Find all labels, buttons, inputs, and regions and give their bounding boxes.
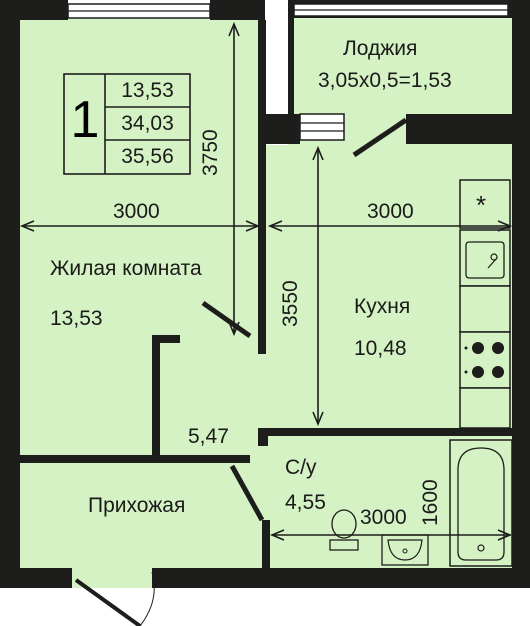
living-room-area: 13,53: [50, 307, 103, 330]
window-kitchen: [299, 113, 345, 141]
toilet-tank: [329, 539, 359, 551]
total-area-with-loggia-value: 35,56: [121, 145, 174, 168]
wall-bath-top-stub: [258, 428, 268, 446]
dim-bath-width: 3000: [360, 506, 407, 529]
wall-bath-top: [262, 428, 516, 436]
wall-bottom-b: [152, 568, 530, 588]
entrance-door: [74, 578, 142, 626]
bathroom-door: [229, 464, 265, 522]
wall-center-upper: [258, 20, 266, 142]
loggia-formula: 3,05х0,5=1,53: [318, 69, 452, 92]
wall-living-bottom: [18, 455, 250, 463]
wall-bath-left: [262, 520, 270, 588]
counter: [459, 285, 511, 333]
summary-panel: 1 13,53 34,03 35,56: [64, 74, 190, 174]
fridge-icon: *: [476, 190, 487, 220]
rooms-count: 1: [70, 91, 100, 149]
wall-loggia-left: [288, 0, 294, 120]
fridge: [459, 179, 511, 229]
kitchen-sink: [459, 229, 511, 287]
wall-hall-stub-top: [152, 335, 180, 343]
summary-table: [63, 73, 191, 175]
hallway-area: 5,47: [188, 425, 229, 448]
dim-kitchen-width-line: [267, 220, 513, 232]
living-room-name: Жилая комната: [50, 257, 202, 280]
dim-living-length: 3750: [199, 129, 222, 176]
entrance-door-arc: [139, 571, 155, 626]
kitchen-area: 10,48: [354, 337, 407, 360]
dim-kitchen-length: 3550: [279, 280, 302, 327]
wall-left: [0, 0, 20, 588]
kitchen-name: Кухня: [354, 295, 411, 318]
wall-center-stub: [258, 336, 266, 354]
wall-loggia-bottom-left: [266, 114, 300, 144]
dim-kitchen-width: 3000: [367, 200, 414, 223]
dim-living-length-line: [228, 21, 240, 337]
dim-living-width-line: [19, 220, 261, 232]
bathroom-area: 4,55: [285, 491, 326, 514]
stove: [459, 331, 511, 389]
wall-center-mid: [258, 142, 266, 352]
bathroom-name: С/у: [285, 456, 317, 479]
living-room-door: [201, 300, 252, 339]
loggia-door: [352, 117, 408, 158]
wall-hall-stub: [152, 335, 160, 463]
counter-lower: [459, 387, 511, 429]
hallway-name: Прихожая: [88, 494, 186, 517]
dim-kitchen-length-line: [312, 145, 324, 427]
living-area-value: 13,53: [121, 79, 174, 102]
dim-living-width: 3000: [113, 200, 160, 223]
loggia-name: Лоджия: [343, 37, 418, 60]
wall-loggia-bottom-right: [406, 114, 516, 144]
wall-bottom-a: [0, 568, 72, 588]
wall-right: [512, 0, 530, 588]
total-area-value: 34,03: [121, 112, 174, 135]
toilet-bowl: [331, 509, 357, 539]
dim-bath-length: 1600: [419, 479, 442, 526]
wall-top-left-b: [210, 0, 265, 20]
dim-bath-width-line: [269, 529, 513, 541]
wall-top-left-a: [0, 0, 68, 20]
